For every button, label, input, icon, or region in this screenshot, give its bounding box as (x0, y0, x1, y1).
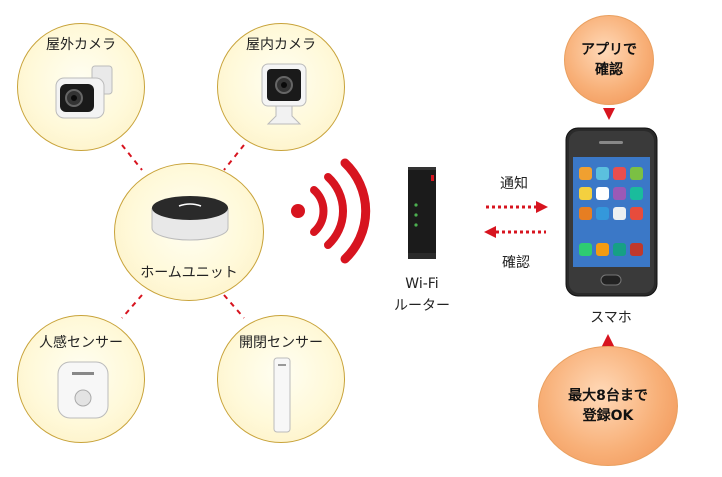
router-icon (408, 167, 436, 259)
home-unit-icon (151, 196, 229, 241)
outdoor-camera-label: 屋外カメラ (46, 37, 116, 53)
app-bubble-pointer (603, 108, 615, 120)
app-bubble-line2: 確認 (595, 62, 623, 78)
router-label-line2: ルーター (394, 298, 450, 314)
connector-outdoor (121, 144, 143, 171)
router-label-line1: Wi-Fi (405, 276, 439, 292)
reg-bubble-line2: 登録OK (582, 408, 634, 424)
door-sensor-icon (273, 357, 291, 433)
connector-door (223, 294, 245, 319)
connector-motion (121, 294, 143, 319)
indoor-camera-node: 屋内カメラ (217, 23, 345, 151)
app-bubble-line1: アプリで (581, 42, 637, 58)
confirm-arrow-icon (484, 226, 546, 238)
door-sensor-node: 開閉センサー (217, 315, 345, 443)
motion-sensor-icon (57, 361, 109, 419)
home-unit-node: ホームユニット (114, 163, 264, 301)
notify-arrow-icon (486, 201, 548, 213)
outdoor-camera-icon (55, 65, 113, 119)
connector-indoor (223, 144, 245, 171)
app-confirm-bubble: アプリで 確認 (564, 15, 654, 105)
confirm-label: 確認 (502, 255, 530, 271)
home-unit-label: ホームユニット (140, 265, 238, 281)
wireless-signal-icon (291, 158, 371, 264)
outdoor-camera-node: 屋外カメラ (17, 23, 145, 151)
reg-bubble-line1: 最大8台まで (568, 388, 648, 404)
notify-label: 通知 (500, 176, 528, 192)
motion-sensor-node: 人感センサー (17, 315, 145, 443)
door-sensor-label: 開閉センサー (239, 335, 323, 351)
smartphone-label: スマホ (590, 310, 632, 326)
indoor-camera-label: 屋内カメラ (246, 37, 316, 53)
smartphone-icon (565, 127, 658, 297)
registration-bubble: 最大8台まで 登録OK (538, 346, 678, 466)
indoor-camera-icon (261, 63, 307, 125)
motion-sensor-label: 人感センサー (39, 335, 123, 351)
